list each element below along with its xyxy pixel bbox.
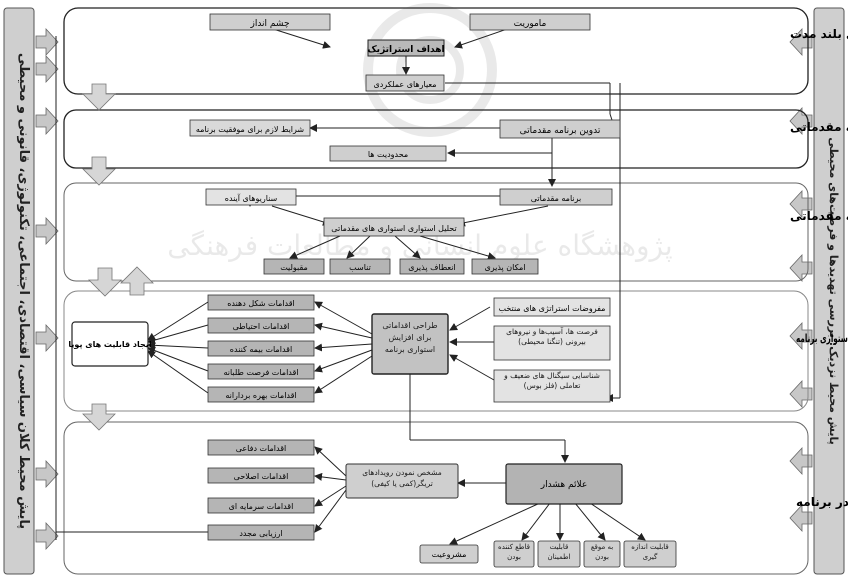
box-design-actions: طراحی اقداماتی برای افزایش استواری برنام… xyxy=(371,313,449,375)
signal-timeliness-label: به موقع بودن xyxy=(590,543,614,561)
action-insuring: اقدامات بیمه کننده xyxy=(207,340,315,357)
action-corrective: اقدامات اصلاحی xyxy=(207,467,315,484)
box-strategic-goals: اهداف استراتژیک xyxy=(367,39,445,57)
box-performance-criteria: معیارهای عملکردی xyxy=(365,74,445,92)
stage-2-panel xyxy=(63,109,809,169)
action-capital: اقدامات سرمایه ای xyxy=(207,497,315,514)
criterion-acceptability-label: مقبولیت xyxy=(280,263,308,272)
box-success-conditions-label: شرایط لازم برای موفقیت برنامه xyxy=(196,125,305,134)
box-performance-criteria-label: معیارهای عملکردی xyxy=(373,80,436,89)
stage-2-title: ۲ تدوین برنامه مقدماتی xyxy=(790,120,848,135)
connectors xyxy=(55,27,646,545)
signal-measurability: قابلیت اندازه گیری xyxy=(623,540,677,568)
action-capital-label: اقدامات سرمایه ای xyxy=(229,502,294,511)
action-opportunistic-label: اقدامات فرصت طلبانه xyxy=(223,368,298,377)
box-vision-label: چشم انداز xyxy=(249,19,289,29)
box-dynamic-capabilities-label: ایجاد قابلیت های پویا xyxy=(68,340,151,349)
stage-5-title: ۵ ایجاد قابلیت انطباق پذیری در برنامه xyxy=(796,495,848,509)
box-strategy-assumptions: مفروضات استراتژی های منتخب xyxy=(493,297,611,317)
stage-1-title: ۱ جهت گیری های بلند مدت xyxy=(790,27,848,41)
signal-decisiveness-label: قاطع کننده بودن xyxy=(498,543,530,561)
criterion-feasibility: امکان پذیری xyxy=(471,258,539,275)
box-future-scenarios: سناریوهای آینده xyxy=(205,188,297,206)
box-mission: ماموریت xyxy=(469,13,591,31)
box-preliminary-plan-drafting-label: تدوین برنامه مقدماتی xyxy=(520,126,601,136)
left-side-arrows xyxy=(35,27,59,551)
action-shaping-label: اقدامات شکل دهنده xyxy=(227,299,295,308)
criterion-suitability: تناسب xyxy=(329,258,391,275)
action-reassessment: ارزیابی مجدد xyxy=(207,524,315,541)
stage-3-title: ۳ سنجش میزان استواری برنامه مقدماتی xyxy=(790,209,848,224)
stage-1-panel xyxy=(63,7,809,95)
action-opportunistic: اقدامات فرصت طلبانه xyxy=(207,363,315,380)
stage-transition-arrows xyxy=(82,83,154,431)
signal-legitimacy: مشروعیت xyxy=(419,544,479,564)
signal-reliability-label: قابلیت اطمینان xyxy=(547,543,571,561)
stage-5-panel xyxy=(63,421,809,575)
criterion-suitability-label: تناسب xyxy=(349,263,371,272)
box-limitations: محدودیت ها xyxy=(329,145,447,162)
box-design-actions-label: طراحی اقداماتی برای افزایش استواری برنام… xyxy=(382,321,438,354)
signal-decisiveness: قاطع کننده بودن xyxy=(493,540,535,568)
action-insuring-label: اقدامات بیمه کننده xyxy=(230,345,292,354)
box-limitations-label: محدودیت ها xyxy=(368,150,408,159)
action-reassessment-label: ارزیابی مجدد xyxy=(239,529,282,538)
action-hedging-label: اقدامات احتیاطی xyxy=(233,322,290,331)
box-preliminary-plan-drafting: تدوین برنامه مقدماتی xyxy=(499,119,621,139)
box-strategy-assumptions-label: مفروضات استراتژی های منتخب xyxy=(499,304,606,313)
action-defensive: اقدامات دفاعی xyxy=(207,439,315,456)
stage-3-panel xyxy=(63,182,809,282)
action-exploiting-label: اقدامات بهره بردارانه xyxy=(225,391,296,400)
right-side-arrows xyxy=(789,27,813,533)
signal-timeliness: به موقع بودن xyxy=(583,540,621,568)
box-dynamic-capabilities: ایجاد قابلیت های پویا xyxy=(68,321,152,367)
criterion-flexibility-label: انعطاف پذیری xyxy=(408,263,455,272)
right-micro-environment-bar: پایش محیط نزدیک: بررسی تهدیدها و فرصت‌ها… xyxy=(813,7,845,575)
action-defensive-label: اقدامات دفاعی xyxy=(236,444,287,453)
action-shaping: اقدامات شکل دهنده xyxy=(207,294,315,311)
criterion-flexibility: انعطاف پذیری xyxy=(399,258,465,275)
box-trigger-events: مشخص نمودن رویدادهای تریگر(کمی یا کیفی) xyxy=(345,463,459,499)
right-bar-label: پایش محیط نزدیک: بررسی تهدیدها و فرصت‌ها… xyxy=(827,137,840,444)
box-warning-signs: علائم هشدار xyxy=(505,463,623,505)
criterion-feasibility-label: امکان پذیری xyxy=(484,263,525,272)
left-bar-label: پایش محیط کلان سیاسی، اقتصادی، اجتماعی، … xyxy=(16,53,31,529)
signal-reliability: قابلیت اطمینان xyxy=(537,540,581,568)
box-robustness-analysis: تحلیل استواری استواری های مقدماتی xyxy=(323,217,465,237)
box-robustness-analysis-label: تحلیل استواری استواری های مقدماتی xyxy=(331,224,456,233)
box-weak-signals: شناسایی سیگنال های ضعیف و تعاملی (فلز بو… xyxy=(493,369,611,403)
box-strategic-goals-label: اهداف استراتژیک xyxy=(367,45,444,55)
box-trigger-events-label: مشخص نمودن رویدادهای تریگر(کمی یا کیفی) xyxy=(362,468,442,488)
box-weak-signals-label: شناسایی سیگنال های ضعیف و تعاملی (فلز بو… xyxy=(504,371,600,390)
box-vision: چشم انداز xyxy=(209,13,331,31)
box-warning-signs-label: علائم هشدار xyxy=(540,480,587,490)
action-exploiting: اقدامات بهره بردارانه xyxy=(207,386,315,403)
box-future-scenarios-label: سناریوهای آینده xyxy=(225,193,278,203)
criterion-acceptability: مقبولیت xyxy=(263,258,325,275)
box-success-conditions: شرایط لازم برای موفقیت برنامه xyxy=(189,119,311,137)
action-hedging: اقدامات احتیاطی xyxy=(207,317,315,334)
signal-measurability-label: قابلیت اندازه گیری xyxy=(631,543,669,561)
action-corrective-label: اقدامات اصلاحی xyxy=(234,472,289,481)
signal-legitimacy-label: مشروعیت xyxy=(432,550,467,559)
box-opportunities-threats-label: فرصت ها، آسیب‌ها و نیروهای بیرونی (تنگنا… xyxy=(506,327,598,346)
left-macro-environment-bar: پایش محیط کلان سیاسی، اقتصادی، اجتماعی، … xyxy=(3,7,35,575)
stage-4-title: ۴ بکارگیری اقدامانی برای افزایش استواری … xyxy=(796,332,848,345)
stage-4-panel xyxy=(63,290,809,412)
box-preliminary-plan-label: برنامه مقدماتی xyxy=(531,194,582,203)
box-mission-label: ماموریت xyxy=(514,19,547,29)
box-opportunities-threats: فرصت ها، آسیب‌ها و نیروهای بیرونی (تنگنا… xyxy=(493,325,611,361)
box-preliminary-plan: برنامه مقدماتی xyxy=(499,188,613,206)
